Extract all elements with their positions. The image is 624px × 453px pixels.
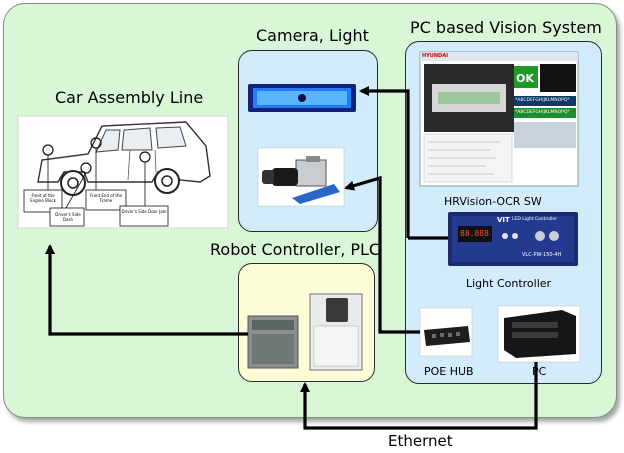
pc-label: PC (532, 365, 547, 378)
ethernet-label: Ethernet (388, 432, 453, 450)
callout-door-jam: Driver's Side Door Jam (121, 209, 167, 214)
led-bar-light (248, 84, 356, 112)
callout-engine-block: Front of the Engine Block (30, 193, 56, 203)
connection-arrows (45, 86, 538, 430)
vision-software-screen (419, 51, 579, 187)
sw-label: HRVision-OCR SW (444, 195, 542, 208)
status-ok: OK (516, 72, 534, 85)
callout-frame: Front End of the Frame (90, 193, 122, 203)
light-controller-label: Light Controller (466, 277, 552, 290)
controller-brand: VIT (497, 216, 510, 224)
camera-light-title: Camera, Light (256, 26, 369, 45)
car-line-title: Car Assembly Line (55, 88, 204, 107)
ocr-line-1: *ABCDEFGHIJKLMNOPQ* (515, 98, 570, 103)
callout-dash: Driver's Side Dash (55, 212, 81, 222)
ocr-line-2: *ABCDEFGHIJKLMNOPQ* (515, 110, 570, 115)
light-controller-device (448, 212, 578, 266)
pc-vision-title: PC based Vision System (410, 18, 602, 37)
controller-model: VLC-PW-150-4H (522, 252, 562, 258)
pc-device (497, 305, 581, 363)
car-illustration (17, 115, 229, 229)
screen-brand: HYUNDAI (422, 53, 448, 59)
controller-display: 88.888 (460, 229, 489, 238)
robot-controller-device (247, 293, 363, 371)
robot-plc-title: Robot Controller, PLC (210, 240, 381, 259)
controller-panel-title: LED Light Controller (512, 217, 558, 222)
camera-device (257, 147, 345, 207)
poe-hub-device (419, 307, 473, 357)
poe-hub-label: POE HUB (424, 365, 474, 378)
